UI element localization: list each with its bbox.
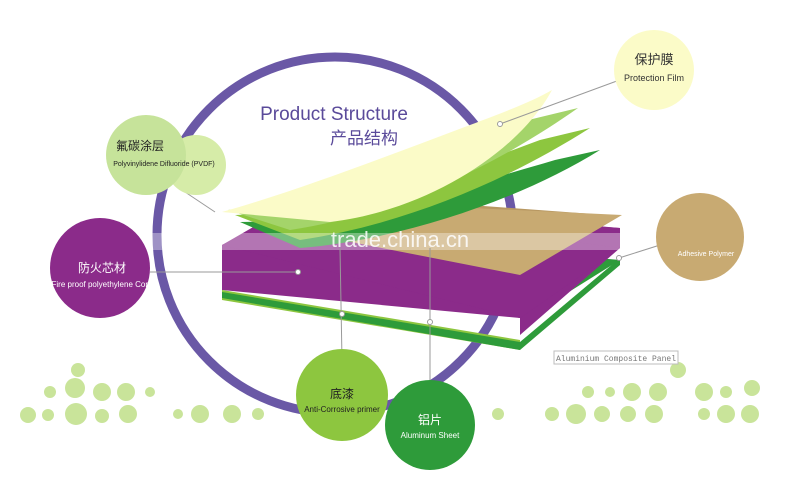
aluminum-label-en: Aluminum Sheet <box>401 431 460 440</box>
protection-label-en: Protection Film <box>624 73 684 83</box>
protection-label-cn: 保护膜 <box>634 53 673 68</box>
aluminum-bubble <box>385 380 475 470</box>
pvdf-label-cn: 氟碳涂层 <box>116 138 164 153</box>
panel-layers <box>222 90 622 350</box>
title-cn: 产品结构 <box>330 129 398 149</box>
panel-caption-box <box>553 350 679 365</box>
watermark-text: trade.china.cn <box>331 227 469 252</box>
primer-label-en: Anti-Corrosive primer <box>304 405 380 414</box>
core-label-en: Fire proof polyethylene Core <box>52 280 153 289</box>
primer-bubble <box>296 349 388 441</box>
pvdf-bubble <box>106 115 186 195</box>
panel-caption: Aluminium Composite Panel <box>556 355 676 364</box>
decorative-dots <box>20 362 760 425</box>
title-en: Product Structure <box>260 104 408 125</box>
primer-label-cn: 底漆 <box>330 386 354 401</box>
protection-film-bubble <box>614 30 694 110</box>
pvdf-label-en: Polyvinylidene Difluoride (PVDF) <box>113 161 215 168</box>
watermark-band <box>40 233 800 250</box>
adhesive-bubble <box>656 193 744 281</box>
adhesive-label-en: Adhesive Polymer <box>678 251 735 258</box>
protection-film-layer <box>222 90 552 222</box>
core-bubble <box>50 218 150 318</box>
aluminum-label-cn: 铝片 <box>418 412 442 427</box>
core-label-cn: 防火芯材 <box>78 260 126 275</box>
